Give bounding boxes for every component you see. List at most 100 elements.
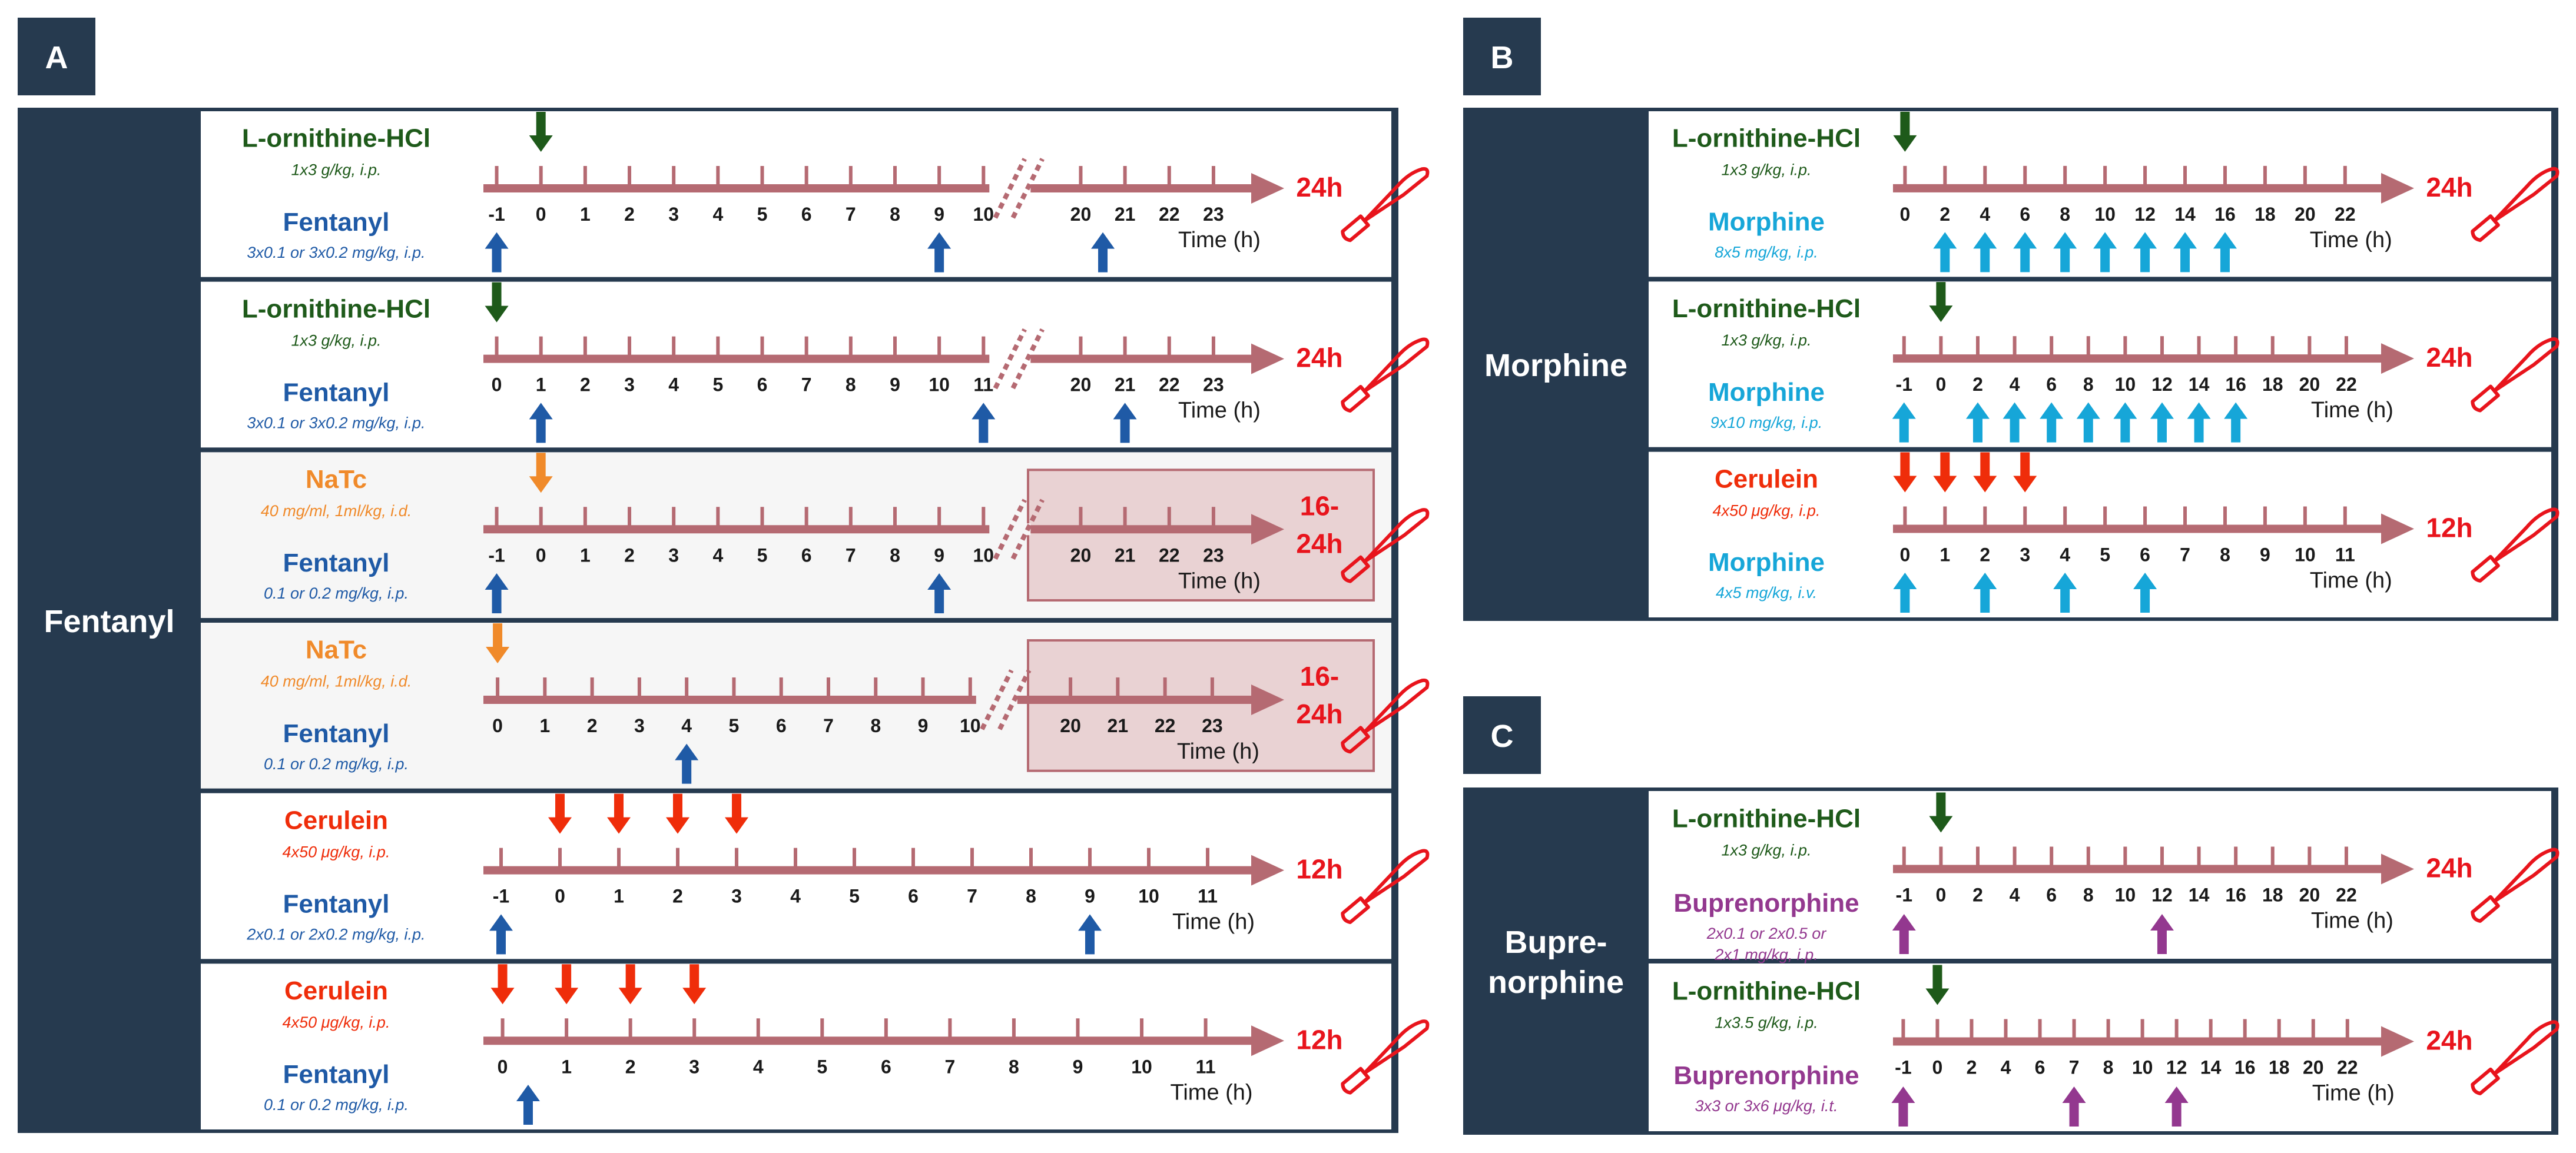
down-arrow-l-ornithine-hcl [529, 111, 553, 152]
bottom-drug-dose: 2x0.1 or 2x0.2 mg/kg, i.p. [246, 925, 425, 943]
time-axis-label: Time (h) [2311, 398, 2393, 423]
tick-label: 20 [2299, 374, 2320, 395]
scalpel-blade [2492, 507, 2560, 563]
tick-label: 22 [1159, 374, 1180, 396]
up-arrow-morphine [2213, 232, 2237, 273]
endpoint-label: 24h [1296, 699, 1342, 729]
tick-label: 1 [1940, 544, 1950, 565]
up-arrow-fentanyl [927, 573, 952, 613]
tick-label: 5 [817, 1056, 827, 1077]
tick-label: 0 [1935, 374, 1946, 395]
tick-label: 22 [2336, 374, 2357, 395]
tick-label: 16 [2234, 1057, 2256, 1078]
down-arrow-cerulein [1973, 452, 1997, 493]
scalpel-icon [1341, 167, 1430, 242]
panel-letter: B [1491, 40, 1514, 75]
time-axis-label: Time (h) [2310, 568, 2392, 593]
scalpel-handle [1341, 1066, 1370, 1095]
tick-label: 11 [2335, 544, 2355, 565]
tick-label: 6 [2140, 544, 2150, 565]
bottom-drug-dose: 0.1 or 0.2 mg/kg, i.p. [264, 755, 409, 773]
bottom-drug-name: Fentanyl [283, 378, 390, 407]
scalpel-blade [1362, 1019, 1430, 1075]
axis-arrowhead [1251, 855, 1284, 886]
tick-label: 4 [2010, 374, 2020, 395]
endpoint-label: 24h [1296, 343, 1342, 373]
tick-label: 0 [498, 1056, 508, 1077]
top-drug-dose: 1x3 g/kg, i.p. [291, 331, 381, 349]
bottom-drug-name: Buprenorphine [1673, 1061, 1859, 1090]
down-arrow-cerulein [682, 964, 707, 1005]
bottom-drug-name: Fentanyl [283, 719, 390, 748]
tick-label: 11 [973, 374, 993, 396]
tick-label: 1 [580, 204, 591, 225]
tick-label: 0 [1935, 885, 1946, 906]
up-arrow-morphine [2133, 573, 2157, 613]
tick-label: 0 [536, 204, 546, 225]
scalpel-handle [2471, 1067, 2500, 1095]
tick-label: 20 [2299, 885, 2320, 906]
tick-label: 0 [1932, 1057, 1943, 1078]
scalpel-blade [1362, 337, 1430, 393]
endpoint-label: 24h [1296, 172, 1342, 202]
bottom-drug-dose: 3x0.1 or 3x0.2 mg/kg, i.p. [247, 244, 425, 261]
tick-label: 2 [625, 1056, 636, 1077]
tick-label: 14 [2174, 204, 2196, 225]
tick-label: 10 [973, 544, 994, 566]
down-arrow-l-ornithine-hcl [1929, 792, 1953, 833]
time-axis-label: Time (h) [1178, 398, 1261, 423]
tick-label: 2 [1940, 204, 1950, 225]
down-arrow-l-ornithine-hcl [1929, 282, 1953, 323]
time-axis-label: Time (h) [1178, 569, 1261, 593]
tick-label: -1 [1896, 374, 1912, 395]
tick-label: 21 [1115, 374, 1136, 396]
up-arrow-morphine [2040, 402, 2064, 443]
tick-label: 6 [776, 715, 787, 736]
tick-label: 18 [2255, 204, 2276, 225]
tick-label: 2 [624, 204, 635, 225]
top-drug-name: L-ornithine-HCl [242, 294, 430, 323]
tick-label: 21 [1108, 715, 1129, 736]
down-arrow-natc [529, 453, 553, 493]
tick-label: 20 [1070, 374, 1092, 396]
axis-break-mark [997, 669, 1032, 730]
tick-label: 5 [2100, 544, 2110, 565]
top-drug-dose: 1x3 g/kg, i.p. [1721, 161, 1811, 179]
tick-label: 12 [2151, 885, 2173, 906]
axis-break-mark [993, 328, 1027, 390]
bottom-drug-dose: 2x0.1 or 2x0.5 or [1706, 925, 1827, 942]
tick-label: -1 [1896, 885, 1912, 906]
up-arrow-fentanyl [675, 743, 699, 784]
bottom-drug-name: Morphine [1708, 548, 1825, 577]
tick-label: 8 [2220, 544, 2230, 565]
tick-label: 0 [492, 715, 503, 736]
tick-label: 10 [1138, 886, 1159, 907]
bottom-drug-name: Buprenorphine [1673, 889, 1859, 918]
top-drug-name: L-ornithine-HCl [1672, 976, 1861, 1005]
bottom-drug-name: Fentanyl [283, 208, 390, 237]
tick-label: 5 [757, 544, 768, 566]
up-arrow-morphine [1965, 402, 1990, 443]
down-arrow-cerulein [666, 793, 689, 834]
scalpel-blade [2492, 1020, 2560, 1076]
tick-label: 21 [1115, 204, 1136, 225]
axis-break-mark [1010, 328, 1045, 390]
tick-label: 22 [2337, 1057, 2358, 1078]
scalpel-blade [1362, 167, 1430, 222]
tick-label: 9 [1085, 886, 1095, 907]
up-arrow-morphine [2003, 402, 2027, 443]
tick-label: 14 [2200, 1057, 2222, 1078]
scalpel-icon [1341, 337, 1430, 413]
bottom-drug-dose-line2: 2x1 mg/kg, i.p. [1714, 946, 1818, 963]
tick-label: 0 [1899, 544, 1910, 565]
tick-label: 7 [2180, 544, 2190, 565]
tick-label: -1 [488, 204, 505, 225]
group-label: Fentanyl [44, 604, 174, 639]
bottom-drug-name: Morphine [1708, 378, 1825, 407]
up-arrow-fentanyl [489, 914, 513, 955]
time-axis-label: Time (h) [1177, 739, 1259, 764]
time-axis-label: Time (h) [2312, 1081, 2395, 1106]
